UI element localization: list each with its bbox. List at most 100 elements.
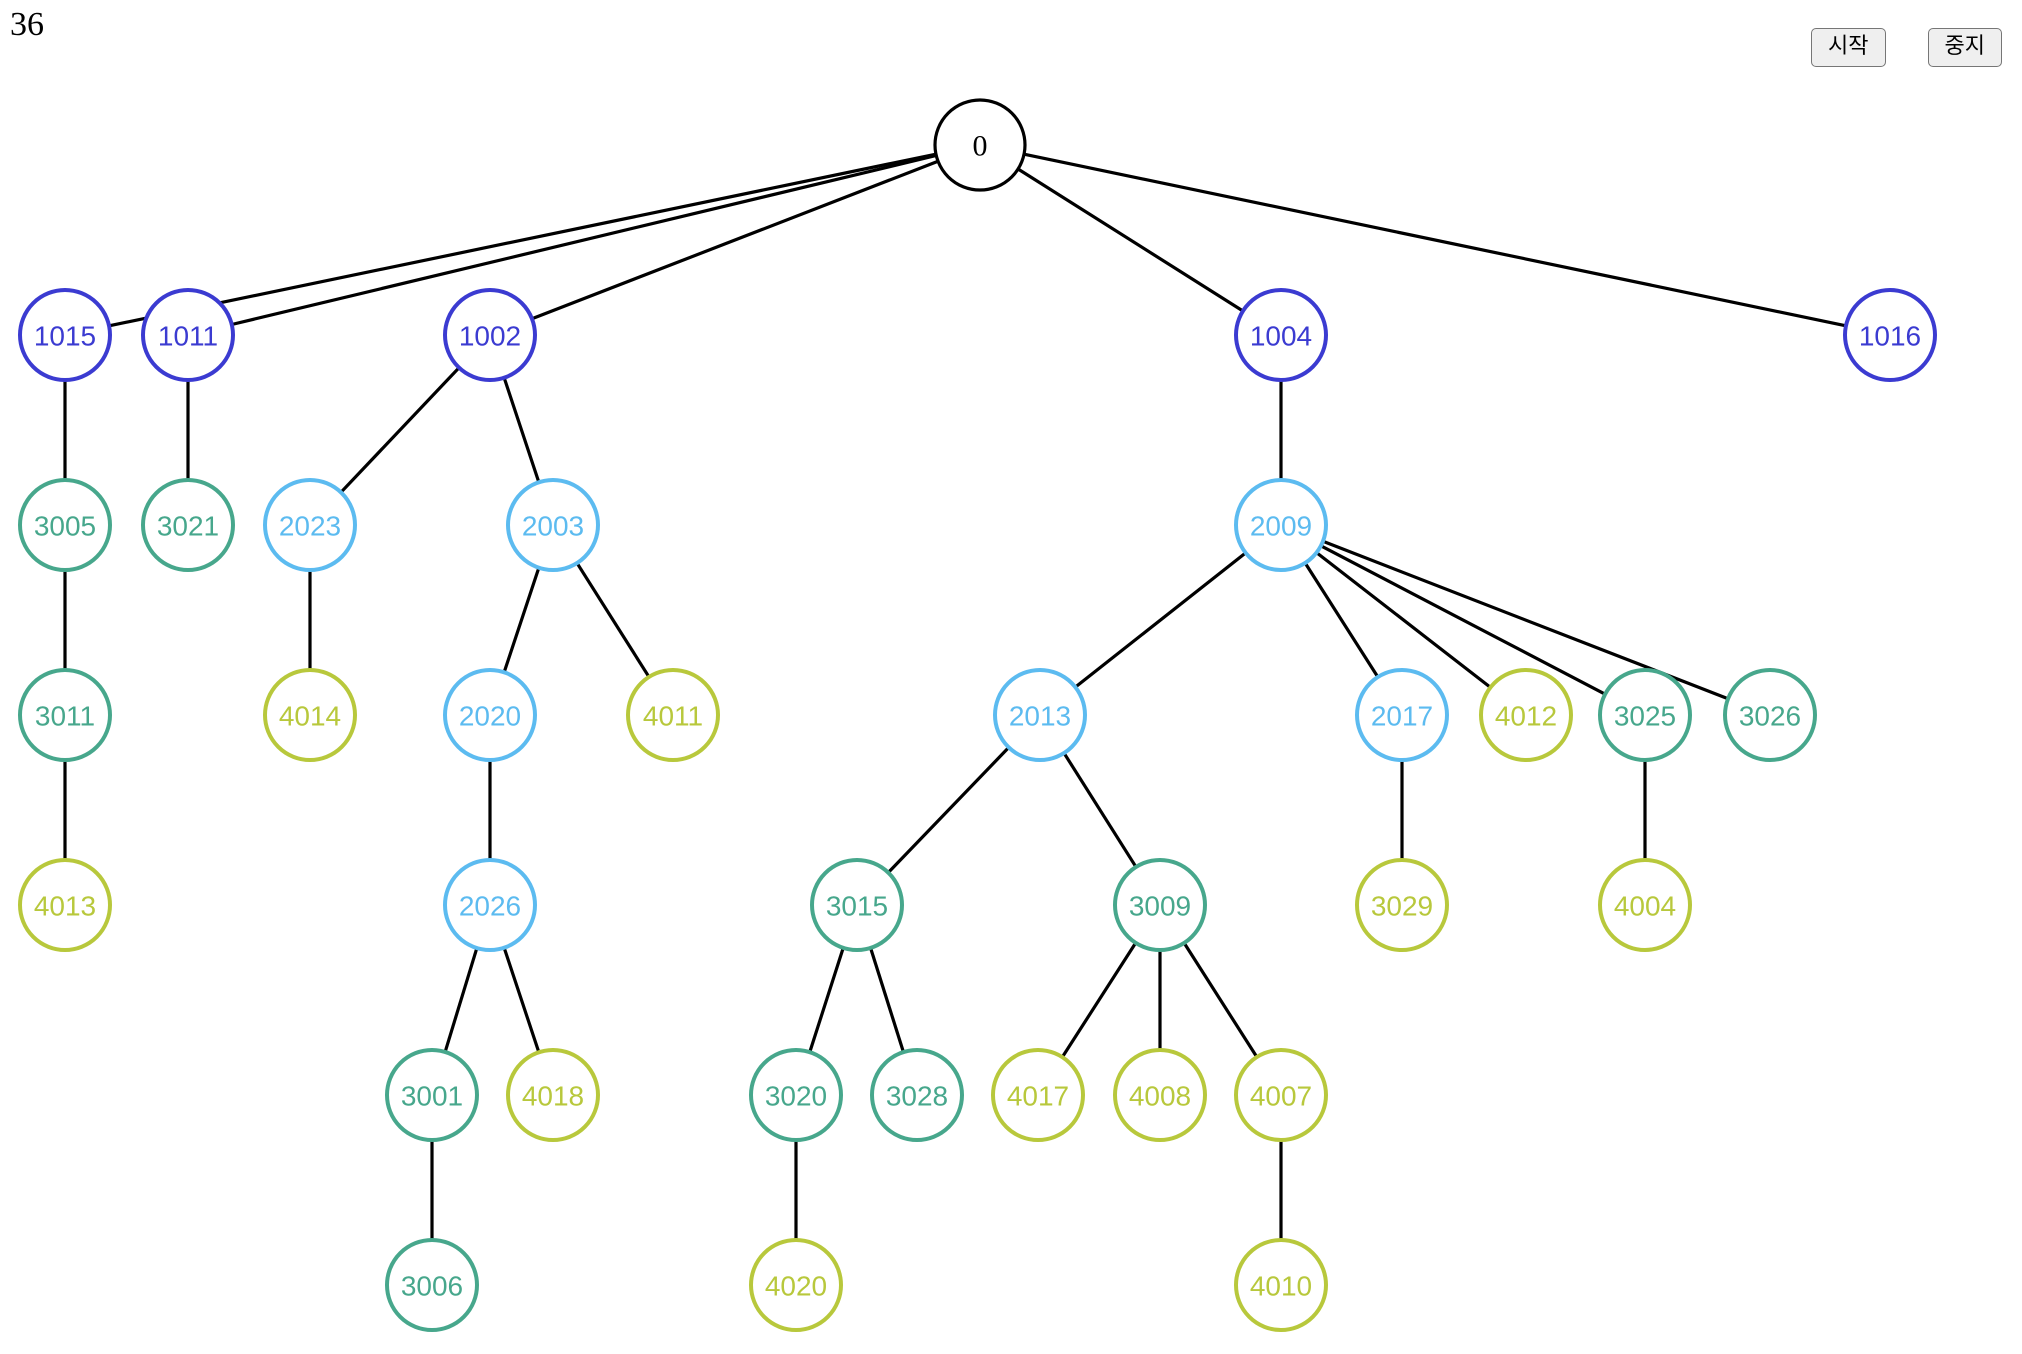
tree-edge xyxy=(869,947,905,1053)
tree-node[interactable]: 3009 xyxy=(1113,858,1207,952)
tree-node[interactable]: 3020 xyxy=(749,1048,843,1142)
tree-node[interactable]: 3011 xyxy=(18,668,112,762)
node-circle[interactable] xyxy=(933,98,1027,192)
node-circle[interactable] xyxy=(993,668,1087,762)
node-label: 3009 xyxy=(1129,891,1191,922)
tree-node[interactable]: 0 xyxy=(933,98,1027,192)
tree-node[interactable]: 2023 xyxy=(263,478,357,572)
tree-node[interactable]: 2017 xyxy=(1355,668,1449,762)
node-circle[interactable] xyxy=(749,1238,843,1332)
node-circle[interactable] xyxy=(810,858,904,952)
node-label: 3026 xyxy=(1739,701,1801,732)
stop-button[interactable]: 중지 xyxy=(1927,28,2002,68)
tree-edge xyxy=(887,746,1010,874)
tree-edge xyxy=(502,377,541,483)
node-label: 3001 xyxy=(401,1081,463,1112)
node-label: 4013 xyxy=(34,891,96,922)
node-circle[interactable] xyxy=(1234,288,1328,382)
node-circle[interactable] xyxy=(385,1048,479,1142)
tree-node[interactable]: 4011 xyxy=(626,668,720,762)
tree-node[interactable]: 3029 xyxy=(1355,858,1449,952)
node-label: 1002 xyxy=(459,321,521,352)
tree-node[interactable]: 4018 xyxy=(506,1048,600,1142)
tree-node[interactable]: 1011 xyxy=(141,288,235,382)
node-label: 4010 xyxy=(1250,1271,1312,1302)
tree-node[interactable]: 1004 xyxy=(1234,288,1328,382)
node-label: 0 xyxy=(973,130,988,163)
tree-node[interactable]: 2009 xyxy=(1234,478,1328,572)
node-circle[interactable] xyxy=(141,288,235,382)
tree-node[interactable]: 3026 xyxy=(1723,668,1817,762)
node-circle[interactable] xyxy=(1355,668,1449,762)
node-circle[interactable] xyxy=(263,478,357,572)
node-circle[interactable] xyxy=(1723,668,1817,762)
tree-node[interactable]: 3001 xyxy=(385,1048,479,1142)
tree-node[interactable]: 4004 xyxy=(1598,858,1692,952)
node-circle[interactable] xyxy=(1598,668,1692,762)
node-circle[interactable] xyxy=(1234,478,1328,572)
tree-node[interactable]: 3015 xyxy=(810,858,904,952)
node-circle[interactable] xyxy=(18,288,112,382)
tree-edge xyxy=(575,562,651,678)
node-label: 1004 xyxy=(1250,321,1312,352)
tree-node[interactable]: 4020 xyxy=(749,1238,843,1332)
node-circle[interactable] xyxy=(18,858,112,952)
tree-node[interactable]: 4012 xyxy=(1479,668,1573,762)
tree-edge xyxy=(1023,152,1847,328)
tree-node[interactable]: 2013 xyxy=(993,668,1087,762)
tree-node[interactable]: 1015 xyxy=(18,288,112,382)
node-circle[interactable] xyxy=(1113,858,1207,952)
tree-node[interactable]: 2003 xyxy=(506,478,600,572)
node-label: 2026 xyxy=(459,891,521,922)
node-circle[interactable] xyxy=(141,478,235,572)
node-circle[interactable] xyxy=(870,1048,964,1142)
tree-edge xyxy=(808,947,845,1053)
tree-node[interactable]: 3028 xyxy=(870,1048,964,1142)
node-circle[interactable] xyxy=(626,668,720,762)
node-circle[interactable] xyxy=(443,668,537,762)
tree-edge xyxy=(1060,942,1138,1058)
tree-node[interactable]: 4017 xyxy=(991,1048,1085,1142)
tree-node[interactable]: 2020 xyxy=(443,668,537,762)
node-circle[interactable] xyxy=(1598,858,1692,952)
node-circle[interactable] xyxy=(1234,1238,1328,1332)
node-label: 4007 xyxy=(1250,1081,1312,1112)
node-circle[interactable] xyxy=(1113,1048,1207,1142)
tree-node[interactable]: 4014 xyxy=(263,668,357,762)
tree-edge xyxy=(339,366,461,494)
node-circle[interactable] xyxy=(263,668,357,762)
node-circle[interactable] xyxy=(443,858,537,952)
node-circle[interactable] xyxy=(18,478,112,572)
edge-layer xyxy=(63,152,1847,1240)
tree-node[interactable]: 4007 xyxy=(1234,1048,1328,1142)
node-label: 3011 xyxy=(35,701,95,732)
node-label: 1015 xyxy=(34,321,96,352)
node-circle[interactable] xyxy=(443,288,537,382)
node-label: 4012 xyxy=(1495,701,1557,732)
node-circle[interactable] xyxy=(506,1048,600,1142)
tree-edge xyxy=(502,947,541,1053)
tree-node[interactable]: 3025 xyxy=(1598,668,1692,762)
tree-node[interactable]: 1002 xyxy=(443,288,537,382)
tree-node[interactable]: 3021 xyxy=(141,478,235,572)
node-circle[interactable] xyxy=(991,1048,1085,1142)
tree-node[interactable]: 4010 xyxy=(1234,1238,1328,1332)
tree-node[interactable]: 1016 xyxy=(1843,288,1937,382)
tree-node[interactable]: 4013 xyxy=(18,858,112,952)
node-circle[interactable] xyxy=(1479,668,1573,762)
node-circle[interactable] xyxy=(18,668,112,762)
node-circle[interactable] xyxy=(1843,288,1937,382)
tree-node[interactable]: 4008 xyxy=(1113,1048,1207,1142)
tree-node[interactable]: 3005 xyxy=(18,478,112,572)
node-circle[interactable] xyxy=(1355,858,1449,952)
start-button[interactable]: 시작 xyxy=(1811,28,1886,68)
tree-node[interactable]: 2026 xyxy=(443,858,537,952)
node-circle[interactable] xyxy=(749,1048,843,1142)
node-circle[interactable] xyxy=(1234,1048,1328,1142)
node-circle[interactable] xyxy=(385,1238,479,1332)
node-label: 4004 xyxy=(1614,891,1676,922)
node-circle[interactable] xyxy=(506,478,600,572)
tree-node[interactable]: 3006 xyxy=(385,1238,479,1332)
tree-edge xyxy=(1182,942,1259,1058)
